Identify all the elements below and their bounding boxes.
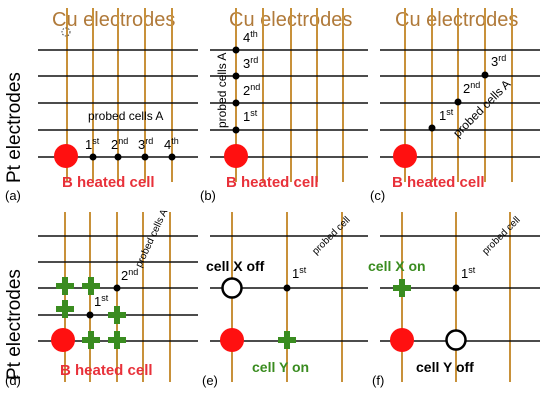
dotted-mark-icon xyxy=(61,27,71,37)
ordinal-1st-d: 1st xyxy=(94,293,109,309)
probed-cells-a-label-d: probed cells A xyxy=(134,207,171,269)
panel-a: 1st 2nd 3rd 4th probed cells A B heated … xyxy=(5,8,198,203)
plus-icon xyxy=(82,277,100,295)
heated-cell-b xyxy=(224,144,248,168)
probed-cells-a-label-b: probed cells A xyxy=(215,53,229,128)
cell-x-on-label: cell X on xyxy=(368,258,426,274)
ordinal-1st-f: 1st xyxy=(461,265,476,281)
pt-electrodes-label-bottom: Pt electrodes xyxy=(4,269,25,380)
panel-f: 1st probed cell cell X on cell Y off (f) xyxy=(368,212,540,388)
cell-y-on-label: cell Y on xyxy=(252,359,309,375)
panel-d: 1st 2nd probed cells A B heated cell (d) xyxy=(5,207,198,388)
heated-cell-label-a: B heated cell xyxy=(62,174,155,191)
heated-cell-label-b: B heated cell xyxy=(226,174,319,191)
ordinal-3rd-c: 3rd xyxy=(491,53,506,69)
heated-cell-f xyxy=(390,328,414,352)
panel-letter-d: (d) xyxy=(5,373,21,388)
panel-letter-b: (b) xyxy=(200,188,216,203)
panel-e: 1st probed cell cell X off cell Y on (e) xyxy=(202,212,368,388)
plus-icon xyxy=(56,277,74,295)
cu-lines-b xyxy=(235,8,344,182)
cu-electrodes-title-a: Cu electrodes xyxy=(52,9,175,31)
ordinal-2nd-c: 2nd xyxy=(463,80,480,96)
probed-dots-d xyxy=(86,284,121,319)
off-cell-ring-icon xyxy=(445,329,467,351)
ordinal-2nd-d: 2nd xyxy=(121,267,138,283)
panel-letter-a: (a) xyxy=(5,188,21,203)
plus-icon xyxy=(56,300,74,318)
heated-cell-e xyxy=(220,328,244,352)
heated-cell-label-c: B heated cell xyxy=(392,174,485,191)
probed-dot-f xyxy=(452,284,460,292)
probed-dot-e xyxy=(283,284,291,292)
heated-cell-c xyxy=(393,144,417,168)
probed-dots-c xyxy=(428,71,489,132)
panel-letter-e: (e) xyxy=(202,373,218,388)
plus-cells-d xyxy=(56,277,126,349)
heated-cell-label-d: B heated cell xyxy=(60,362,153,379)
off-cell-ring-icon xyxy=(221,277,243,299)
plus-icon xyxy=(108,331,126,349)
ordinal-3rd-a: 3rd xyxy=(138,136,153,152)
ordinal-2nd-b: 2nd xyxy=(243,82,260,98)
plus-icon xyxy=(108,306,126,324)
ordinal-4th-a: 4th xyxy=(164,136,179,152)
ordinal-2nd-a: 2nd xyxy=(111,136,128,152)
ordinal-3rd-b: 3rd xyxy=(243,55,258,71)
cell-x-off-label: cell X off xyxy=(206,258,265,274)
panel-letter-c: (c) xyxy=(370,188,385,203)
plus-icon xyxy=(393,279,411,297)
heated-cell-a xyxy=(54,144,78,168)
ordinal-1st-a: 1st xyxy=(85,136,100,152)
probed-dots-a xyxy=(89,153,176,161)
plus-icon xyxy=(278,331,296,349)
probed-cells-a-label-a: probed cells A xyxy=(88,109,163,123)
ordinal-1st-b: 1st xyxy=(243,108,258,124)
cu-lines-d xyxy=(64,212,171,382)
panel-letter-f: (f) xyxy=(372,373,384,388)
plus-icon xyxy=(82,331,100,349)
pt-electrodes-label-top: Pt electrodes xyxy=(4,72,25,183)
ordinal-4th-b: 4th xyxy=(243,29,258,45)
panel-b: 1st 2nd 3rd 4th probed cells A B heated … xyxy=(200,8,368,203)
probed-dots-b xyxy=(232,46,240,134)
panel-c: 1st 2nd 3rd probed cells A B heated cell… xyxy=(370,8,540,203)
cell-y-off-label: cell Y off xyxy=(416,359,474,375)
heated-cell-d xyxy=(51,328,75,352)
cu-electrodes-title-c: Cu electrodes xyxy=(395,9,518,31)
ordinal-1st-c: 1st xyxy=(439,107,454,123)
ordinal-1st-e: 1st xyxy=(292,265,307,281)
